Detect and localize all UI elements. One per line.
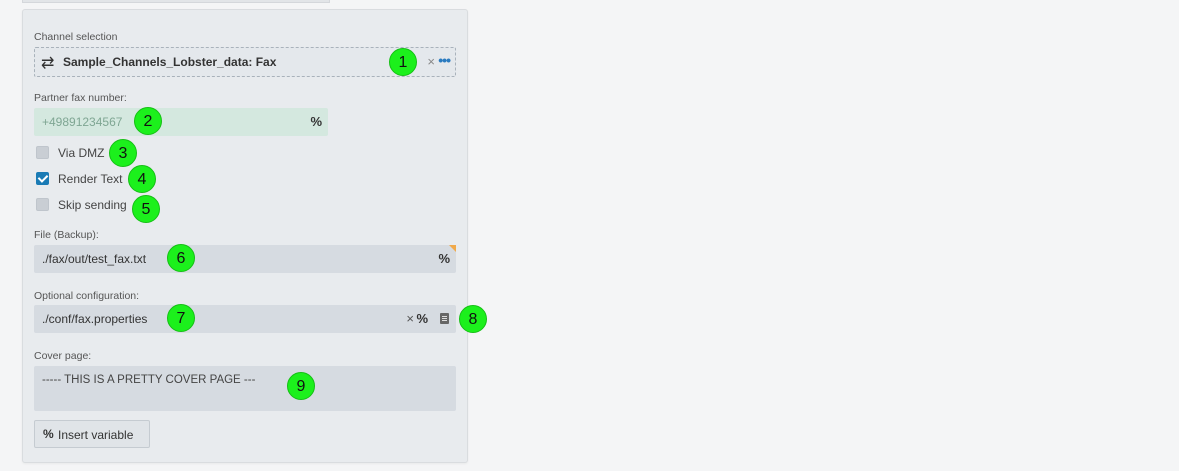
file-backup-value: ./fax/out/test_fax.txt <box>42 252 147 266</box>
insert-variable-button[interactable]: % Insert variable <box>34 420 150 448</box>
partner-fax-label: Partner fax number: <box>34 92 127 104</box>
annotation-marker-5: 5 <box>132 195 160 223</box>
channel-selection-label: Channel selection <box>34 31 118 43</box>
optional-config-input[interactable]: ./conf/fax.properties × % <box>34 305 456 333</box>
clear-channel-icon[interactable]: × <box>427 54 435 69</box>
skip-sending-label: Skip sending <box>58 198 127 212</box>
insert-variable-button-label: Insert variable <box>58 428 134 442</box>
optional-config-value: ./conf/fax.properties <box>42 312 148 326</box>
document-icon[interactable] <box>440 313 449 324</box>
channel-selection-value: Sample_Channels_Lobster_data: Fax <box>63 55 277 69</box>
skip-sending-checkbox[interactable] <box>36 198 49 211</box>
insert-variable-icon[interactable]: % <box>416 311 428 326</box>
annotation-marker-8: 8 <box>459 305 487 333</box>
annotation-marker-9: 9 <box>287 372 315 400</box>
previous-panel-edge <box>22 0 330 3</box>
swap-arrows-icon: ⇄ <box>41 55 55 72</box>
annotation-marker-3: 3 <box>109 139 137 167</box>
partner-fax-input[interactable]: +49891234567 % <box>34 108 328 136</box>
fax-channel-panel: Channel selection ⇄ Sample_Channels_Lobs… <box>22 9 468 463</box>
annotation-marker-2: 2 <box>134 107 162 135</box>
annotation-marker-4: 4 <box>128 165 156 193</box>
clear-config-icon[interactable]: × <box>406 311 414 326</box>
file-backup-label: File (Backup): <box>34 229 99 241</box>
annotation-marker-1: 1 <box>389 48 417 76</box>
render-text-label: Render Text <box>58 172 123 186</box>
partner-fax-placeholder: +49891234567 <box>42 115 123 129</box>
file-backup-input[interactable]: ./fax/out/test_fax.txt % <box>34 245 456 273</box>
insert-variable-icon[interactable]: % <box>438 251 450 266</box>
cover-page-label: Cover page: <box>34 350 92 362</box>
percent-icon: % <box>43 427 54 441</box>
more-options-icon[interactable]: ••• <box>438 52 451 68</box>
annotation-marker-6: 6 <box>167 244 195 272</box>
render-text-checkbox[interactable] <box>36 172 49 185</box>
cover-page-textarea[interactable]: ----- THIS IS A PRETTY COVER PAGE --- <box>34 366 456 411</box>
via-dmz-label: Via DMZ <box>58 146 105 160</box>
via-dmz-checkbox[interactable] <box>36 146 49 159</box>
annotation-marker-7: 7 <box>167 304 195 332</box>
insert-variable-icon[interactable]: % <box>310 114 322 129</box>
channel-selection-field[interactable]: ⇄ Sample_Channels_Lobster_data: Fax × ••… <box>34 47 456 77</box>
modified-corner-marker <box>449 245 456 252</box>
cover-page-value: ----- THIS IS A PRETTY COVER PAGE --- <box>42 374 256 386</box>
optional-config-label: Optional configuration: <box>34 290 140 302</box>
